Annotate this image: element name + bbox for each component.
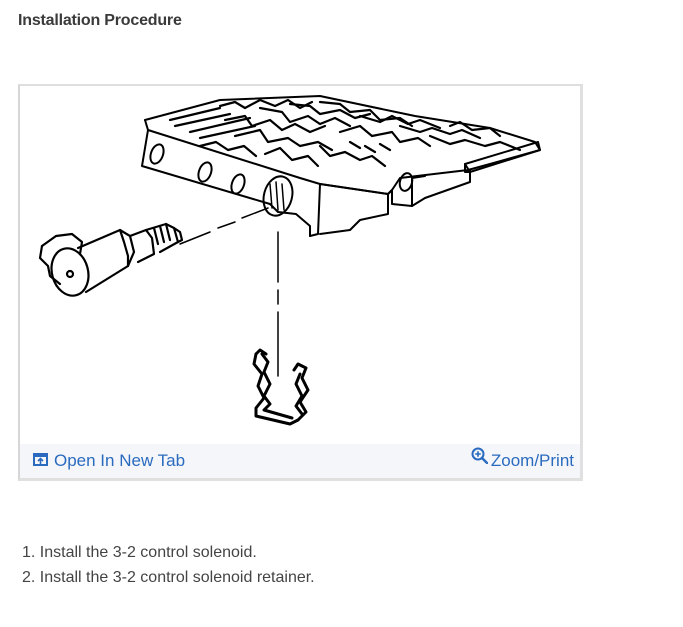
procedure-steps: 1. Install the 3-2 control solenoid. 2. … [22, 540, 315, 590]
step-text: Install the 3-2 control solenoid. [39, 544, 257, 561]
figure-toolbar: Open In New Tab Zoom/Print [20, 444, 580, 478]
step-text: Install the 3-2 control solenoid retaine… [39, 569, 315, 586]
step-item: 2. Install the 3-2 control solenoid reta… [22, 565, 315, 590]
section-title: Installation Procedure [18, 12, 182, 29]
zoom-print-label: Zoom/Print [490, 451, 574, 470]
step-number: 1. [22, 544, 36, 561]
zoom-print-link[interactable]: Zoom/Print [471, 447, 574, 471]
zoom-in-magnifier-icon [471, 447, 489, 469]
step-item: 1. Install the 3-2 control solenoid. [22, 540, 315, 565]
illustration-svg [38, 95, 541, 426]
step-number: 2. [22, 569, 36, 586]
solenoid-installation-illustration[interactable] [20, 86, 580, 444]
open-in-new-tab-label: Open In New Tab [54, 451, 186, 470]
open-in-new-tab-link[interactable]: Open In New Tab [33, 451, 185, 471]
figure-frame: Open In New Tab Zoom/Print [18, 84, 583, 481]
open-in-new-tab-icon [33, 451, 48, 471]
